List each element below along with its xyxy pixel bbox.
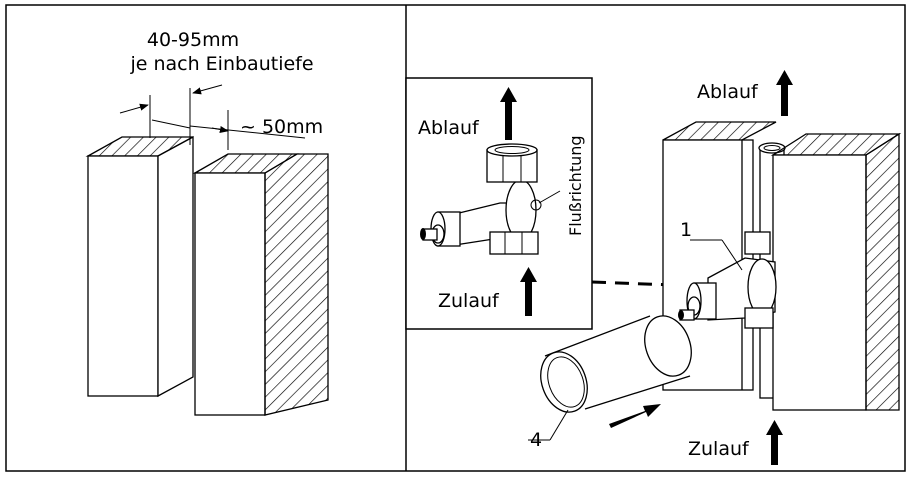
protective-sleeve [528,315,692,441]
outer-frame [5,4,906,472]
left-block-side [157,135,194,398]
front-wall-front [772,154,867,411]
detail-leader-dashed [591,280,701,288]
part-4-label: 4 [530,429,542,451]
outlet-arrow-up [776,70,793,116]
inset-outlet-arrow-up [500,87,517,140]
left-block-front [87,155,159,397]
part-1-label: 1 [680,219,692,241]
dimension-lines [119,84,306,150]
left-wall-blocks [85,135,329,416]
dim-arrow-left [119,103,149,114]
dim-arrow-gap [211,125,229,134]
back-wall-top [662,121,777,141]
outlet-label: Ablauf [697,81,759,103]
flow-direction-label: Flußrichtung [566,135,585,236]
inlet-arrow-up [766,420,783,465]
inset-inlet-arrow-up [520,267,537,316]
inset-inlet-label: Zulauf [438,290,500,312]
inset-valve [420,143,561,255]
inlet-label: Zulauf [688,438,750,460]
right-block-front [194,172,266,416]
dim-top-line1: 40-95mm [147,29,239,51]
dim-top-line2: je nach Einbautiefe [129,53,313,75]
right-block-side-hatched [264,153,329,416]
dim-side-label: ~ 50mm [240,116,323,138]
insertion-arrow [609,404,661,428]
right-wall-assembly [662,121,902,411]
inset-outlet-label: Ablauf [418,117,480,139]
front-wall-side [865,132,900,411]
dim-arrow-right [192,84,223,95]
